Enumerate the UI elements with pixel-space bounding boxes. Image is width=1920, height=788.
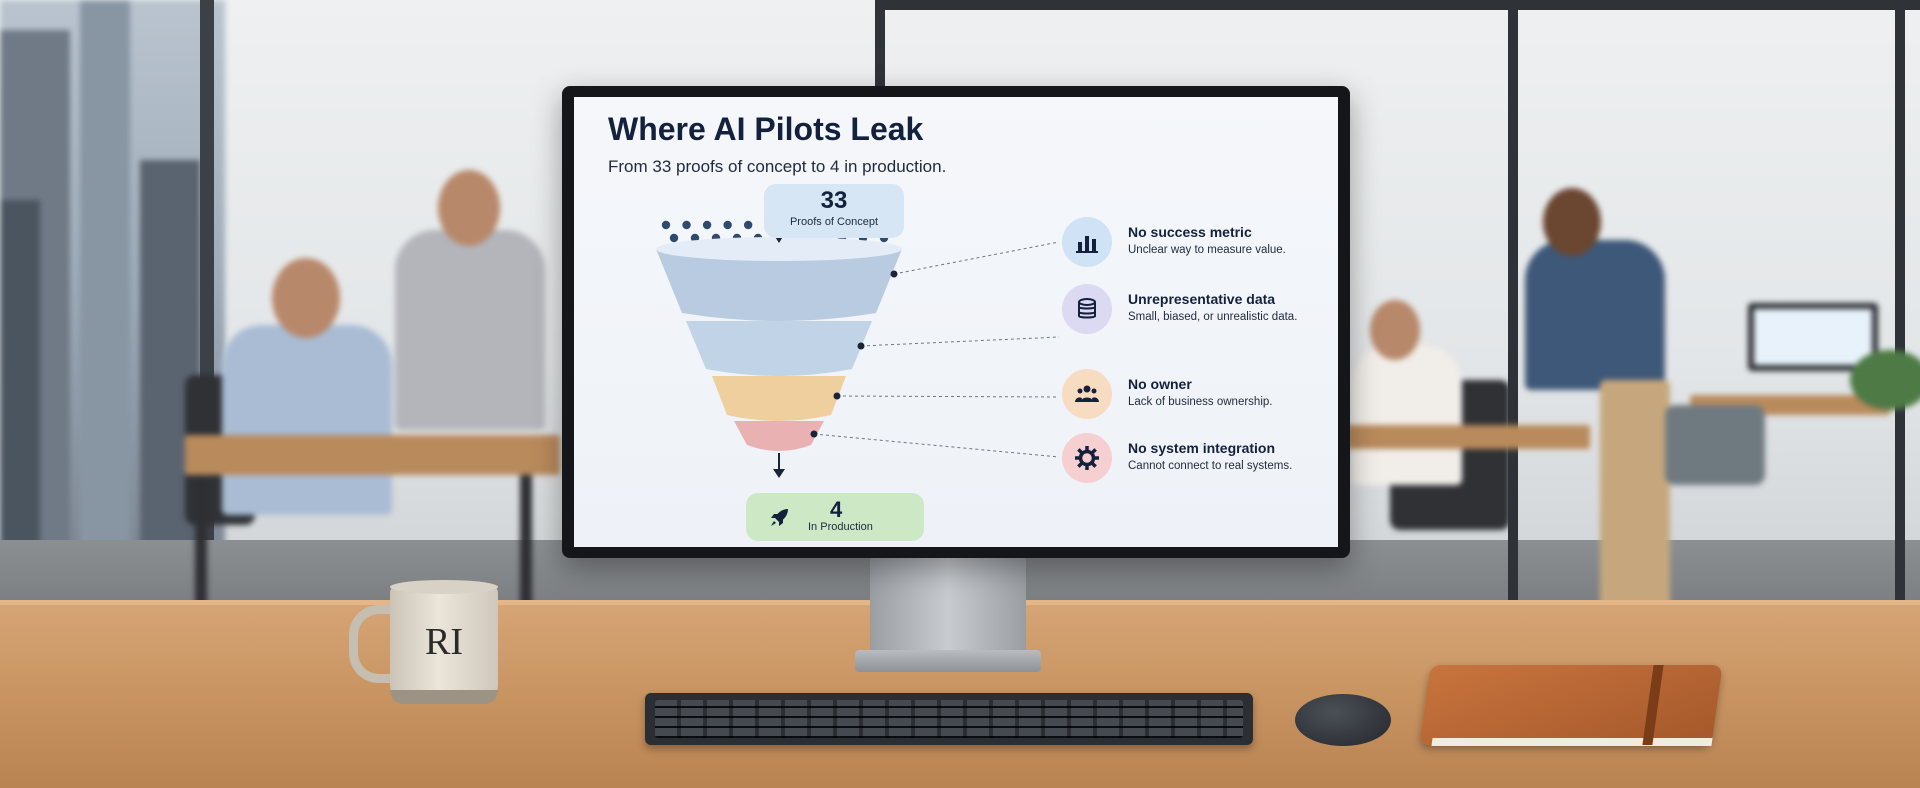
in-production-count: 4 — [830, 497, 843, 522]
reason-title: Unrepresentative data — [1128, 291, 1276, 307]
monitor-stand — [870, 555, 1026, 665]
monitor: Where AI Pilots Leak From 33 proofs of c… — [562, 86, 1350, 558]
mug-logo-text: RI — [425, 621, 463, 663]
concept-dot — [669, 233, 679, 243]
reason-unrepresentative-data: Unrepresentative data Small, biased, or … — [1062, 284, 1322, 334]
funnel-layer-1-top — [656, 237, 902, 261]
coffee-mug — [390, 585, 498, 703]
rocket-icon — [771, 509, 788, 526]
funnel-layer-1 — [656, 249, 902, 321]
gear-icon — [1075, 446, 1099, 470]
concept-dot — [661, 220, 671, 230]
reason-no-success-metric: No success metric Unclear way to measure… — [1062, 217, 1322, 267]
mug-band — [390, 690, 498, 704]
reason-icon-badge — [1062, 217, 1112, 267]
concept-dot — [702, 220, 712, 230]
concept-dot — [743, 220, 753, 230]
city-window — [0, 0, 225, 560]
reason-description: Small, biased, or unrealistic data. — [1128, 311, 1298, 323]
proofs-of-concept-label: Proofs of Concept — [789, 216, 879, 228]
leader-line-2 — [860, 336, 1060, 347]
funnel-diagram — [656, 220, 1060, 478]
glass-room-frame — [1508, 0, 1518, 600]
in-production-badge: 4 In Production — [746, 493, 924, 541]
concept-dot — [723, 220, 732, 230]
leader-line-3 — [836, 395, 1060, 398]
proofs-of-concept-badge: 33 Proofs of Concept — [764, 184, 904, 238]
reason-description: Cannot connect to real systems. — [1128, 460, 1293, 472]
arrow-head-bottom — [773, 469, 785, 478]
leather-notebook — [1419, 665, 1723, 745]
leader-dot-1 — [890, 270, 898, 278]
leader-line-1 — [893, 241, 1060, 275]
reason-no-system-integration: No system integration Cannot connect to … — [1062, 433, 1322, 483]
mouse[interactable] — [1295, 694, 1391, 746]
database-icon — [1078, 298, 1096, 319]
people-icon — [1075, 385, 1099, 402]
funnel-layer-2 — [686, 321, 872, 376]
reason-icon-badge — [1062, 433, 1112, 483]
in-production-label: In Production — [808, 521, 873, 533]
glass-room-frame-top — [875, 0, 1920, 10]
reason-description: Lack of business ownership. — [1128, 396, 1273, 408]
slide-subtitle: From 33 proofs of concept to 4 in produc… — [608, 157, 947, 176]
leader-dot-2 — [857, 342, 865, 350]
bar-chart-icon — [1076, 236, 1098, 253]
mug-rim — [390, 580, 498, 594]
reason-title: No success metric — [1128, 224, 1252, 240]
funnel-layer-4 — [734, 421, 824, 451]
monitor-screen: Where AI Pilots Leak From 33 proofs of c… — [574, 97, 1338, 547]
reason-title: No system integration — [1128, 440, 1276, 456]
leader-line-4 — [813, 433, 1060, 458]
reason-no-owner: No owner Lack of business ownership. — [1062, 369, 1322, 419]
leader-dot-3 — [833, 392, 841, 400]
notebook-pages — [1431, 738, 1713, 746]
keyboard[interactable] — [645, 693, 1253, 745]
funnel-layer-3 — [712, 376, 846, 421]
proofs-of-concept-count: 33 — [820, 187, 848, 214]
keyboard-keys[interactable] — [655, 700, 1243, 738]
reason-icon-badge — [1062, 284, 1112, 334]
leader-dot-4 — [810, 430, 818, 438]
reason-title: No owner — [1128, 376, 1192, 392]
monitor-stand-base — [855, 650, 1041, 672]
mug-handle — [349, 605, 410, 683]
concept-dot — [682, 220, 691, 230]
glass-room-frame — [1895, 0, 1905, 600]
reason-icon-badge — [1062, 369, 1112, 419]
slide-title: Where AI Pilots Leak — [608, 111, 924, 147]
reason-description: Unclear way to measure value. — [1128, 244, 1286, 256]
